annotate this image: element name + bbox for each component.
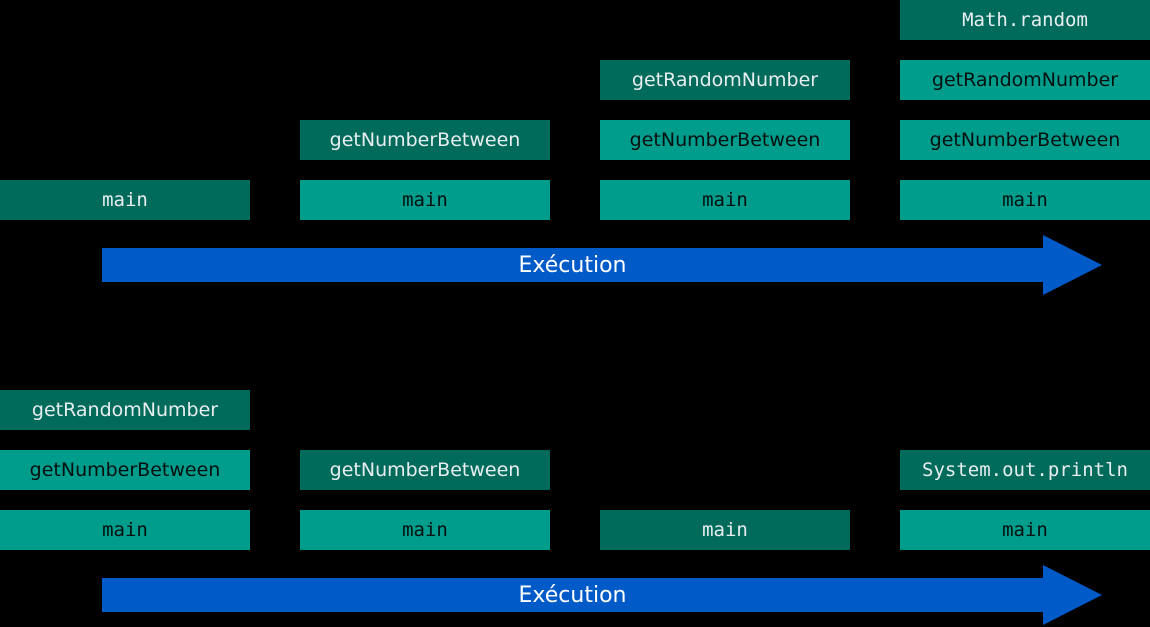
- stack-frame-system-out-println: System.out.println: [900, 450, 1150, 490]
- stack-frame-main: main: [0, 180, 250, 220]
- execution-arrow-label: Exécution: [518, 253, 627, 278]
- stack-frame-getrandomnumber: getRandomNumber: [600, 60, 850, 100]
- stack-frame-main: main: [600, 510, 850, 550]
- stack-frame-main: main: [900, 510, 1150, 550]
- stack-frame-getnumberbetween: getNumberBetween: [0, 450, 250, 490]
- stack-frame-getnumberbetween: getNumberBetween: [300, 120, 550, 160]
- execution-arrow: [102, 235, 1102, 295]
- stack-frame-main: main: [600, 180, 850, 220]
- stack-frame-main: main: [0, 510, 250, 550]
- stack-frame-getrandomnumber: getRandomNumber: [900, 60, 1150, 100]
- stack-frame-getnumberbetween: getNumberBetween: [600, 120, 850, 160]
- stack-frame-main: main: [900, 180, 1150, 220]
- stack-frame-getrandomnumber: getRandomNumber: [0, 390, 250, 430]
- stack-frame-getnumberbetween: getNumberBetween: [300, 450, 550, 490]
- stack-frame-getnumberbetween: getNumberBetween: [900, 120, 1150, 160]
- stack-frame-math-random: Math.random: [900, 0, 1150, 40]
- execution-arrow: [102, 565, 1102, 625]
- execution-arrow-label: Exécution: [518, 583, 627, 608]
- stack-frame-main: main: [300, 180, 550, 220]
- stack-frame-main: main: [300, 510, 550, 550]
